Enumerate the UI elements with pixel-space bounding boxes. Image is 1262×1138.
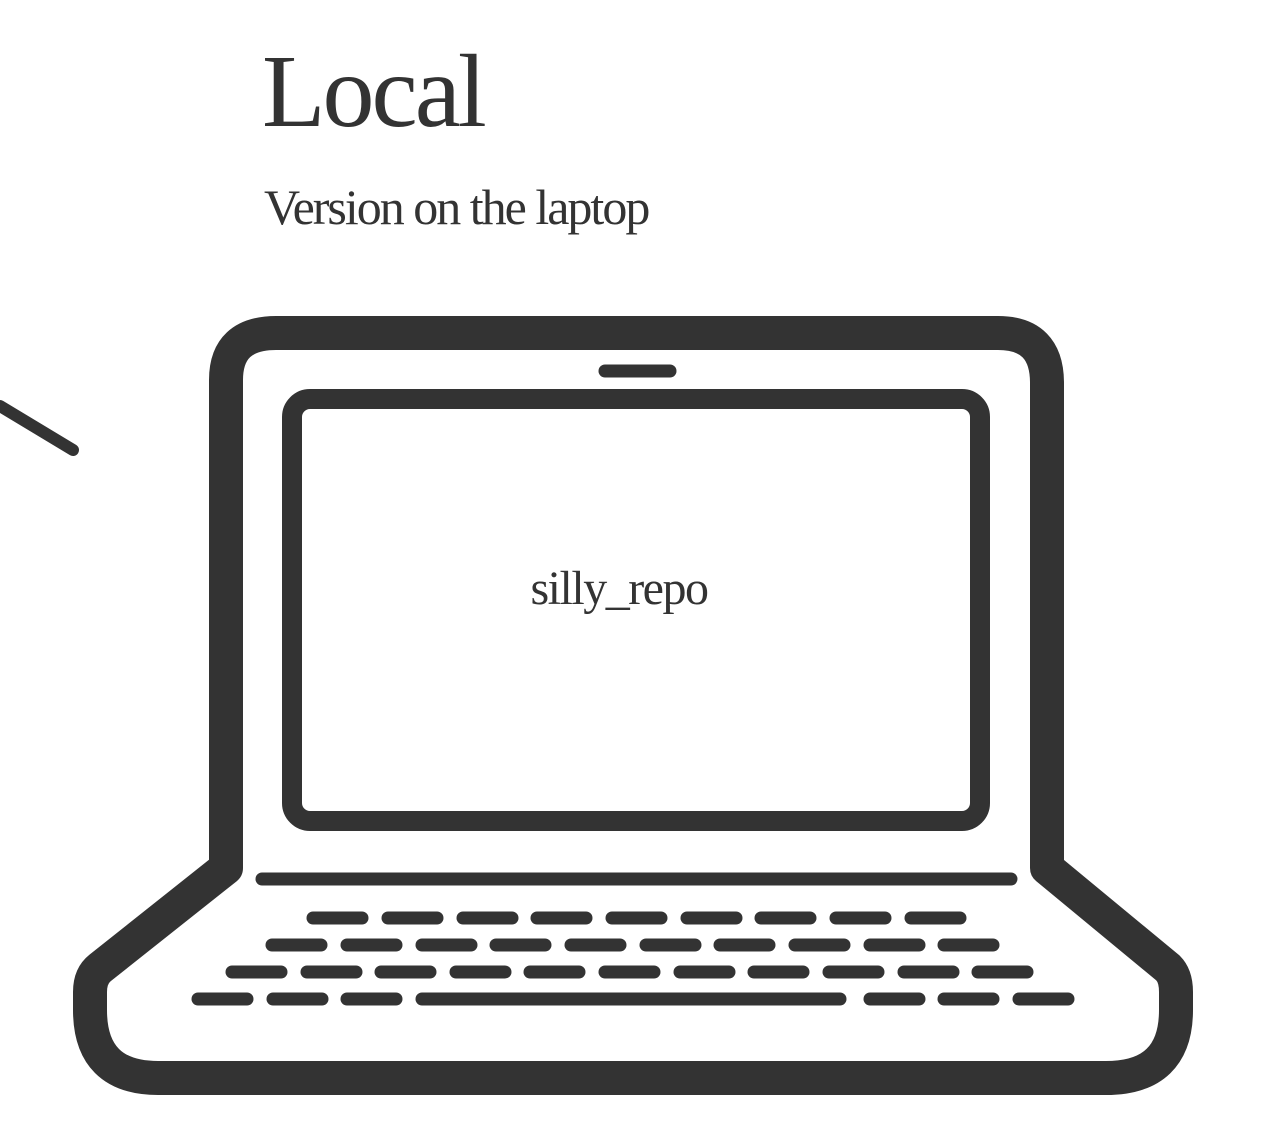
laptop-icon: silly_repo — [73, 316, 1193, 1095]
laptop-body — [73, 316, 1193, 1095]
connector-line — [0, 400, 79, 456]
keyboard — [191, 911, 1075, 1006]
diagram-title: Local — [262, 34, 487, 149]
screen-bezel — [282, 389, 990, 831]
repo-name-label: silly_repo — [531, 562, 708, 615]
diagram-subtitle: Version on the laptop — [264, 179, 650, 235]
